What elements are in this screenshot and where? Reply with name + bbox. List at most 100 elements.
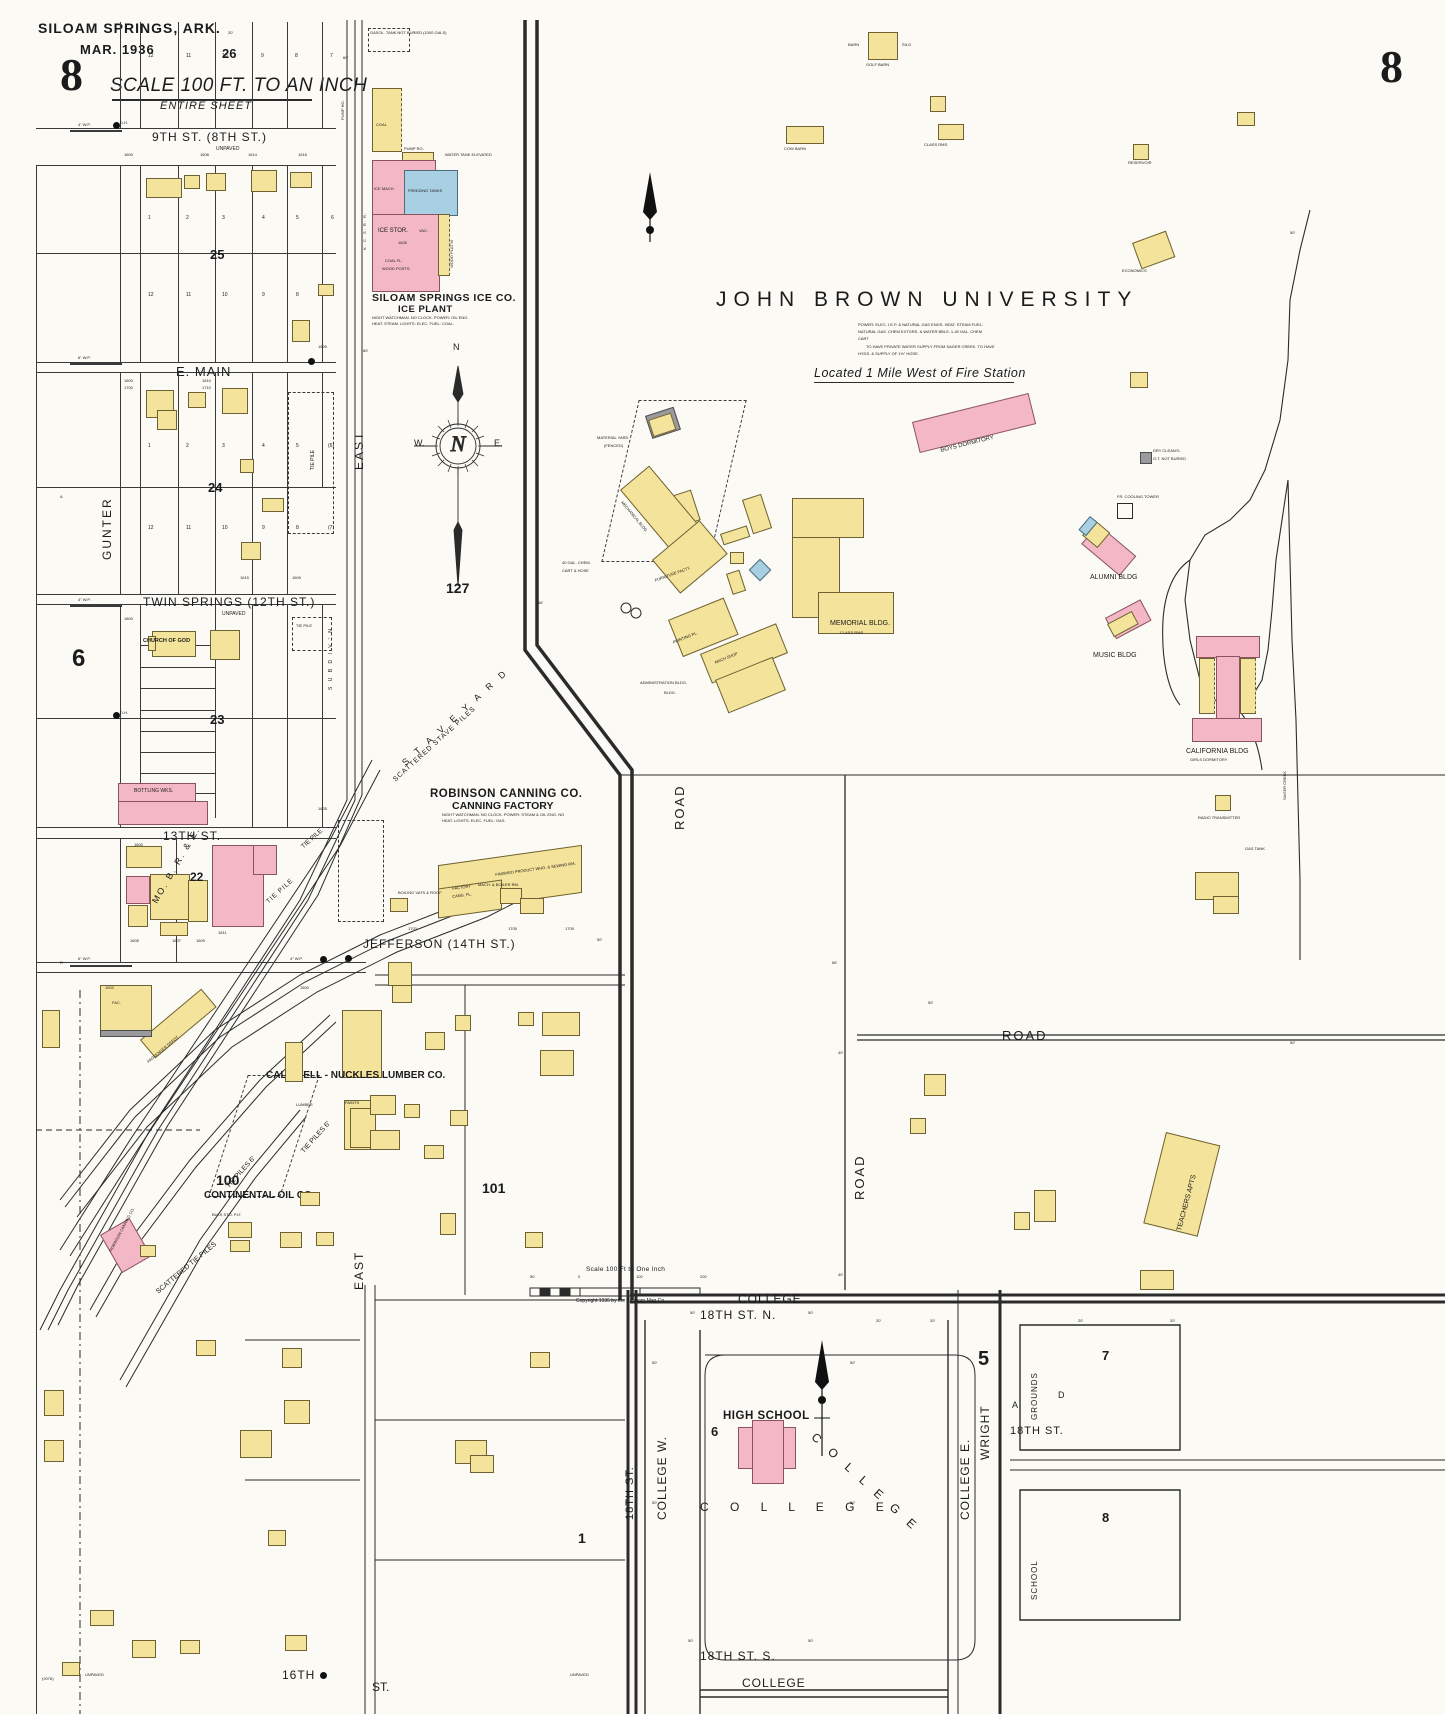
lot-line [120,838,121,962]
label-tie-pile: TIE PILE [265,877,295,906]
building-frame [160,922,188,936]
dim-50: 50' [597,937,603,942]
building-frame [285,1635,307,1651]
building-frame [542,1012,580,1036]
dh-label: D.H. [120,710,128,715]
building-frame [924,1074,946,1096]
lot-line [140,752,216,753]
university-note-4: HYDS. & SUPPLY OF 1½" HOSE. [858,351,919,356]
hydrant-dot [320,1672,327,1679]
scale-tick-0: 0 [578,1274,581,1279]
building-shed [100,1030,152,1037]
addr: 1710 [202,385,211,390]
street-line [36,962,366,963]
lot-num: 10 [222,525,228,531]
label-wood-plat: WOOD PLAT'M [449,240,454,268]
label-california-bldg: CALIFORNIA BLDG [1186,748,1249,755]
lot-line [322,718,323,828]
building-california-top [1196,636,1260,658]
building-vats [520,898,544,914]
compass-north-label: N [453,342,460,352]
lot-num: 3 [222,215,225,221]
wp-label: 6" W.P. [78,355,91,360]
building-california-bottom [1192,718,1262,742]
building-frame [392,985,412,1003]
addr: 1500 [300,985,309,990]
city-title: SILOAM SPRINGS, ARK. [38,20,221,36]
dim-50r: 50' [928,1000,934,1005]
label-church-of-god: CHURCH OF GOD [143,638,191,644]
lot-num: 4 [262,443,265,449]
building-frame [1034,1190,1056,1222]
label-paints: PAINTS [345,1100,360,1105]
lot-num: 8 [296,292,299,298]
well-circles [620,602,642,619]
addr-r: R [60,960,63,965]
building-frame [726,569,747,595]
building-frame [450,1110,468,1126]
building-frame [251,170,277,192]
lot-num: 7 [330,53,333,59]
lot-num: 4 [262,215,265,221]
university-note-0: POWER: ELEC. I.E.P. & NATURAL GAS ENGS. … [858,322,983,327]
street-label-wright: WRIGHT [978,1405,992,1460]
building-frame [424,1145,444,1159]
addr: 1600 [124,378,133,383]
building-memorial-head [792,498,864,538]
hydrant-dot [113,122,120,129]
lot-num: 9 [262,292,265,298]
addr: 1609 [196,938,205,943]
water-pipe-line [70,130,122,132]
label-high-school: HIGH SCHOOL [723,1410,810,1422]
compass-rose: N [414,365,502,587]
building-frame [1130,372,1148,388]
compass-west-label: W. [414,438,425,448]
label-lumber: LUMBER [296,1102,313,1107]
addr: 1625 [318,344,327,349]
lot-line [140,487,141,594]
label-ice-mach: ICE MACH. [374,186,395,191]
building-frame [62,1662,80,1676]
label-freezing-tanks: FREEZING TANKS [408,188,443,193]
street-label-east-upper: EAST [352,430,366,470]
label-creek: SAGER CREEK [1282,771,1287,800]
map-date: MAR. 1936 [80,42,155,57]
street-note-unpaved-col: UNPAVED [570,1672,589,1677]
building-frame [90,1610,114,1626]
building-wood-platform [438,214,450,276]
lot-num: 3 [222,443,225,449]
street-label-college-top: COLLEGE [738,1292,802,1306]
building-masonry [118,801,208,825]
label-cooling-tower: FR. COOLING TOWER [1117,494,1159,499]
label-boiling-vats: BOILING VATS & ROOF [398,890,442,895]
lot-line [140,773,216,774]
lot-line [287,253,288,362]
lot-line [140,731,216,732]
addr: 1614 [248,152,257,157]
label-barn-small: BARN [848,42,860,47]
key-block-1: 1 [578,1530,586,1546]
street-label-road-diag: ROAD [672,784,687,830]
lot-line [178,253,179,362]
building-masonry [126,876,150,904]
building-frame [370,1130,400,1150]
water-pipe-line [70,605,122,607]
street-label-18th-st: 18TH ST. [624,1466,636,1520]
lot-num: 12 [148,53,154,59]
lot-line [322,165,323,253]
hydrant-dot [308,358,315,365]
building-frame [188,880,208,922]
label-alumni-bldg: ALUMNI BLDG [1090,574,1138,581]
lot-num: 1 [148,443,151,449]
lot-line [252,253,253,362]
building-frame [930,96,946,112]
tie-pile-label: TIE PILE [296,623,313,628]
lot-num: 2 [186,215,189,221]
school-block-8: 8 [1102,1510,1110,1525]
lot-num: 11 [186,292,192,298]
building-frame [425,1032,445,1050]
building-frame [730,552,744,564]
building-california-stem [1216,656,1240,722]
lot-line [140,710,216,711]
svg-text:N: N [450,431,467,456]
